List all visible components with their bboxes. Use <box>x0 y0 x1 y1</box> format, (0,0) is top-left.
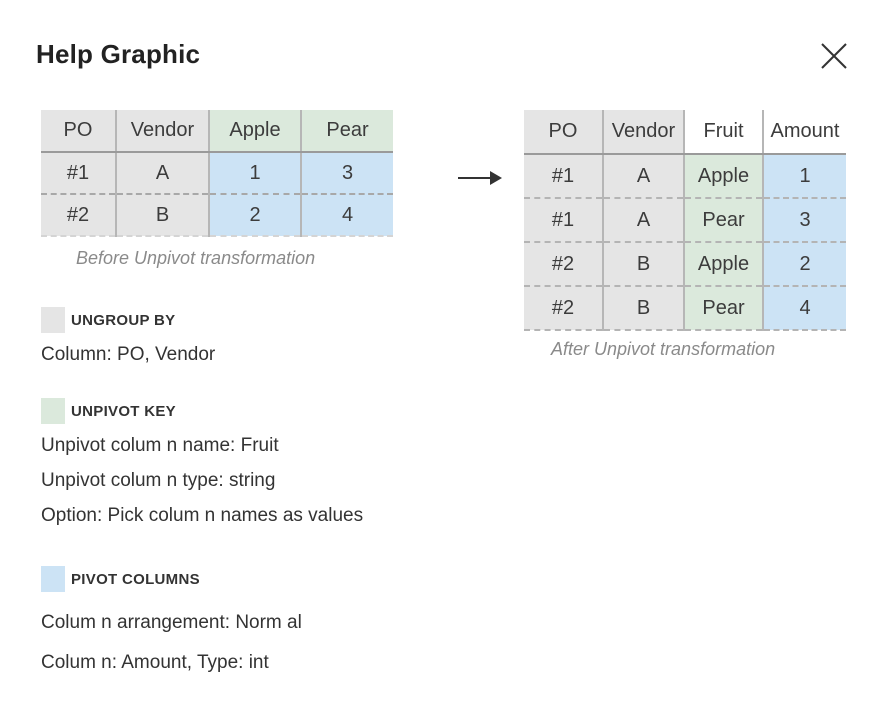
header-vendor: Vendor <box>603 110 685 155</box>
header-fruit: Fruit <box>684 110 764 155</box>
header-amount: Amount <box>763 110 846 155</box>
unpivot-key-color-swatch <box>41 398 65 424</box>
header-vendor: Vendor <box>116 110 210 153</box>
table-cell: Pear <box>684 198 764 243</box>
column-arrangement-text: Colum n arrangement: Norm al <box>41 612 302 633</box>
pivot-columns-color-swatch <box>41 566 65 592</box>
table-cell: 1 <box>209 152 302 195</box>
pivot-column-type-text: Colum n: Amount, Type: int <box>41 652 269 673</box>
table-cell: #1 <box>41 152 117 195</box>
table-cell: Apple <box>684 242 764 287</box>
table-header-row: PO Vendor Apple Pear <box>41 110 393 153</box>
ungroup-heading: UNGROUP BY <box>71 312 176 329</box>
table-cell: Pear <box>684 286 764 331</box>
table-cell: 1 <box>763 154 846 199</box>
unpivot-key-heading: UNPIVOT KEY <box>71 403 176 420</box>
table-cell: #2 <box>41 194 117 237</box>
table-cell: 2 <box>763 242 846 287</box>
header-apple: Apple <box>209 110 302 153</box>
table-cell: 4 <box>301 194 393 237</box>
table-cell: 3 <box>763 198 846 243</box>
table-cell: B <box>603 286 685 331</box>
before-unpivot-table: PO Vendor Apple Pear #1 A 1 3 #2 B 2 4 <box>41 110 393 237</box>
after-unpivot-table: PO Vendor Fruit Amount #1 A Apple 1 #1 A… <box>524 110 846 331</box>
table-cell: #2 <box>524 242 604 287</box>
table-cell: 4 <box>763 286 846 331</box>
table-row: #1 A Apple 1 <box>524 154 846 199</box>
table-cell: B <box>603 242 685 287</box>
pivot-columns-heading: PIVOT COLUMNS <box>71 571 200 588</box>
table-cell: B <box>116 194 210 237</box>
header-po: PO <box>524 110 604 155</box>
close-icon[interactable] <box>816 38 852 74</box>
header-po: PO <box>41 110 117 153</box>
table-row: #2 B Pear 4 <box>524 286 846 331</box>
ungroup-columns-text: Column: PO, Vendor <box>41 344 216 365</box>
dialog-title: Help Graphic <box>36 39 201 69</box>
table-row: #2 B Apple 2 <box>524 242 846 287</box>
table-cell: #2 <box>524 286 604 331</box>
after-table-caption: After Unpivot transformation <box>551 339 776 359</box>
table-cell: Apple <box>684 154 764 199</box>
right-arrow-icon <box>456 168 504 193</box>
table-cell: #1 <box>524 198 604 243</box>
table-header-row: PO Vendor Fruit Amount <box>524 110 846 155</box>
table-row: #2 B 2 4 <box>41 194 393 237</box>
table-cell: 2 <box>209 194 302 237</box>
unpivot-option-text: Option: Pick colum n names as values <box>41 505 364 526</box>
table-row: #1 A 1 3 <box>41 152 393 195</box>
unpivot-column-name-text: Unpivot colum n name: Fruit <box>41 435 279 456</box>
header-pear: Pear <box>301 110 393 153</box>
table-cell: A <box>603 198 685 243</box>
table-row: #1 A Pear 3 <box>524 198 846 243</box>
table-cell: A <box>116 152 210 195</box>
table-cell: #1 <box>524 154 604 199</box>
table-cell: A <box>603 154 685 199</box>
unpivot-column-type-text: Unpivot colum n type: string <box>41 470 276 491</box>
ungroup-color-swatch <box>41 307 65 333</box>
before-table-caption: Before Unpivot transformation <box>76 248 316 268</box>
table-cell: 3 <box>301 152 393 195</box>
